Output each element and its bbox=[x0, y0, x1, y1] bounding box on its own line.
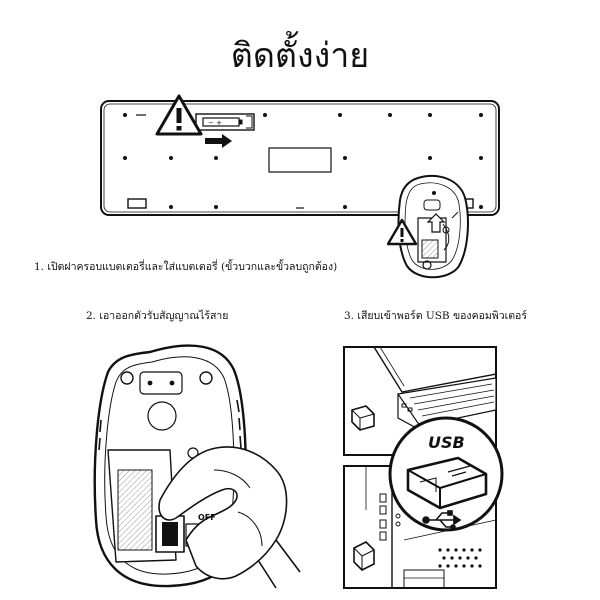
screw-holes bbox=[123, 113, 483, 209]
dongle-small-icon bbox=[353, 541, 375, 571]
usb-insertion-illustration bbox=[343, 346, 504, 589]
usb-label: USB bbox=[428, 433, 465, 452]
mouse-battery-illustration bbox=[397, 174, 469, 279]
usb-symbol-icon bbox=[422, 510, 462, 530]
warning-triangle-icon bbox=[155, 94, 203, 136]
step-1-caption: 1. เปิดฝาครอบแบตเตอรี่และใส่แบตเตอรี่ (ข… bbox=[34, 261, 338, 273]
switch-off-label: OFF bbox=[198, 513, 216, 522]
page-title: ติดตั้งง่าย bbox=[230, 36, 370, 76]
step-3-caption: 3. เสียบเข้าพอร์ต USB ของคอมพิวเตอร์ bbox=[344, 310, 527, 322]
dongle-small-icon bbox=[351, 405, 375, 431]
usb-receiver-icon bbox=[406, 456, 488, 510]
svg-text:− +: − + bbox=[208, 119, 222, 127]
step-2-caption: 2. เอาออกตัวรับสัญญาณไร้สาย bbox=[86, 310, 229, 322]
warning-triangle-icon bbox=[386, 218, 418, 246]
arrow-icon bbox=[205, 134, 232, 148]
receiver-removal-illustration bbox=[93, 344, 301, 589]
